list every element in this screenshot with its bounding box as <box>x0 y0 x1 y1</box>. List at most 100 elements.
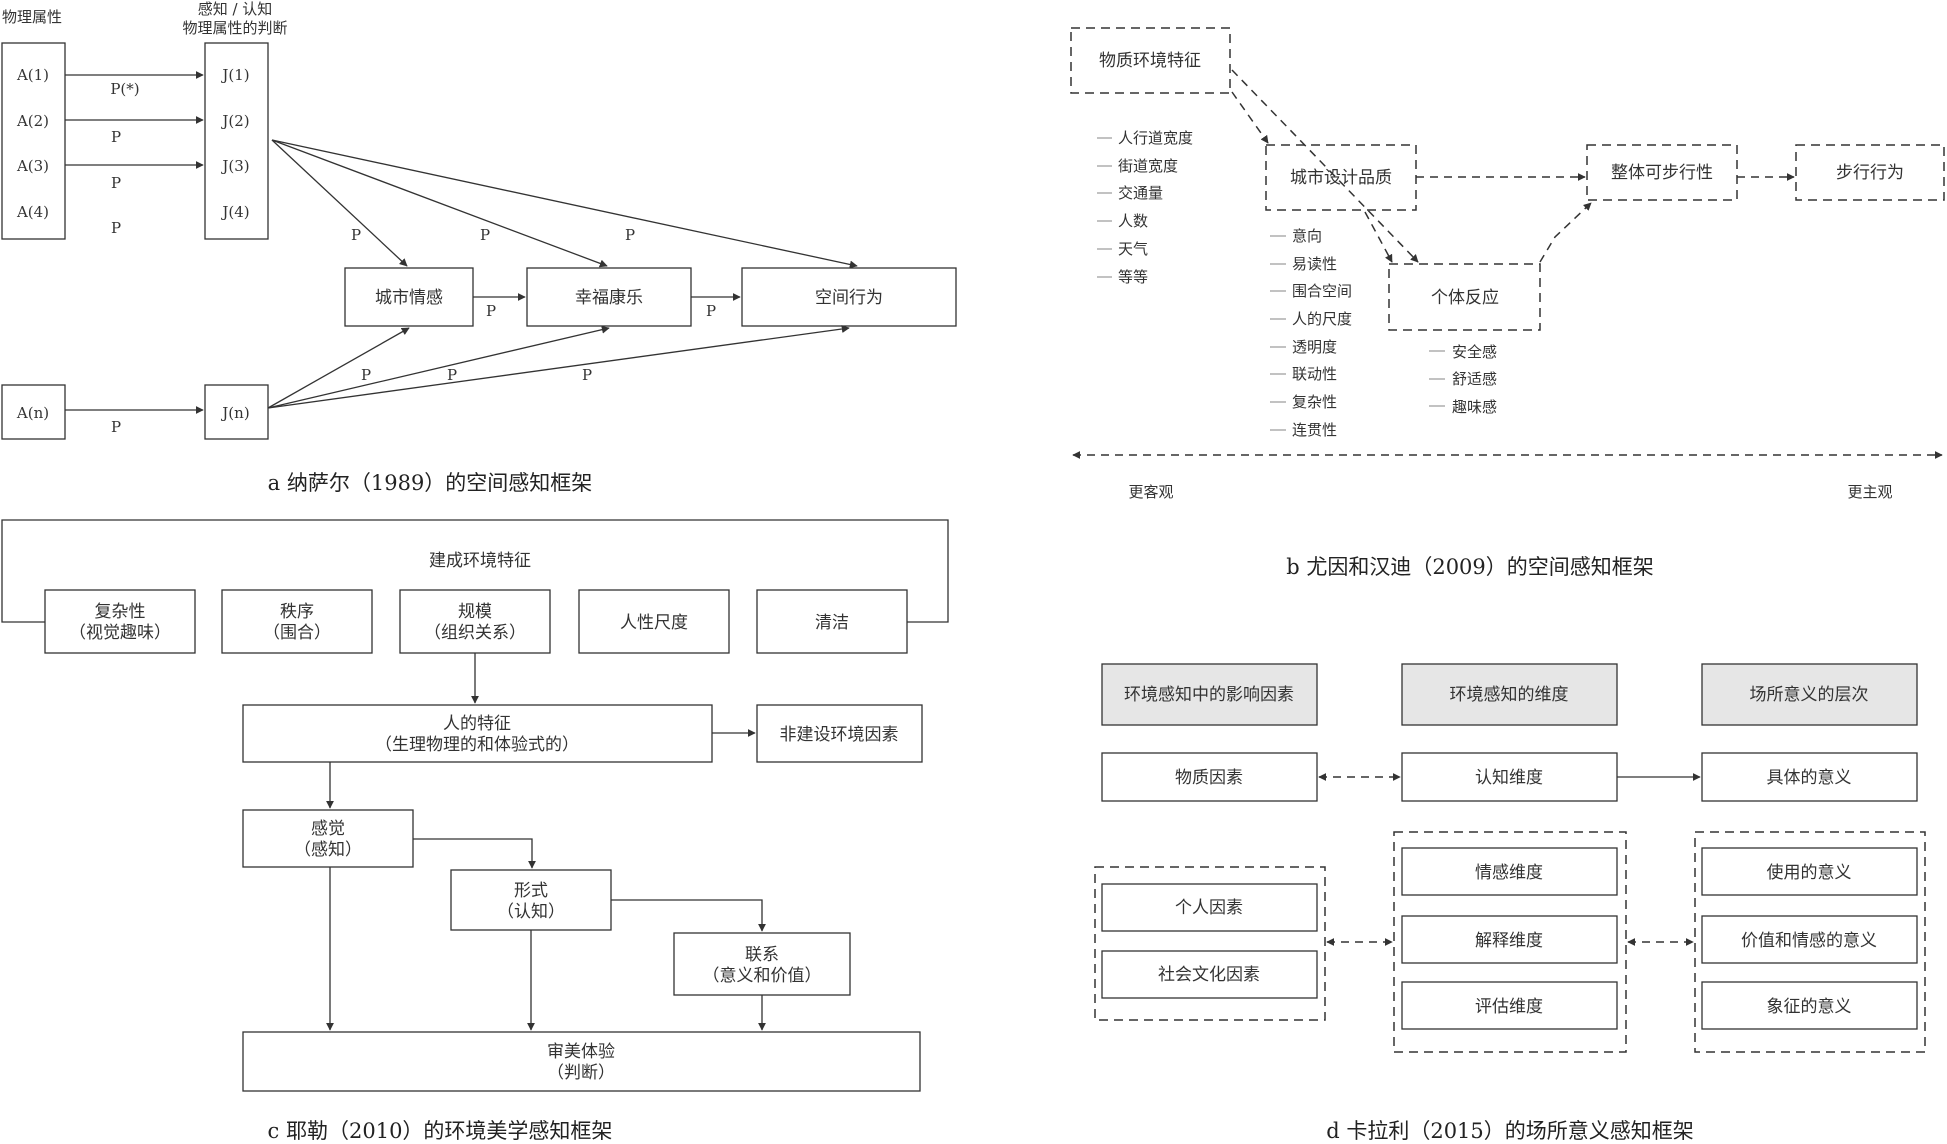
sensation-sub: （感知） <box>294 840 362 860</box>
judgment-j4: J(4) <box>220 203 249 221</box>
label-p-jn-wellbeing: P <box>447 366 457 384</box>
attribute-a4: A(4) <box>16 203 49 221</box>
sensation-label: 感觉 <box>311 819 345 839</box>
symbolic-meaning-label: 象征的意义 <box>1767 997 1852 1017</box>
attribute-a1: A(1) <box>16 66 49 84</box>
arrow-j-wellbeing <box>271 139 608 268</box>
item-weather: 天气 <box>1118 240 1148 258</box>
attribute-an-box <box>1 384 66 440</box>
item-interest: 趣味感 <box>1452 398 1497 416</box>
association-label: 联系 <box>745 945 779 965</box>
sociocultural-factor-label: 社会文化因素 <box>1158 965 1260 985</box>
box-overall-walkability <box>1586 144 1738 201</box>
attribute-a3: A(3) <box>16 157 49 175</box>
arrow-jn-behavior <box>267 325 850 409</box>
feature-human-scale-label: 人性尺度 <box>620 613 688 633</box>
attribute-a2: A(2) <box>16 112 49 130</box>
item-traffic-volume: 交通量 <box>1118 184 1163 202</box>
panel-c-nasar-aesthetics-framework: 建成环境特征 复杂性 （视觉趣味） 秩序 （围合） 规模 （组织关系） 人性尺度… <box>1 519 949 1143</box>
label-built-environment: 建成环境特征 <box>429 551 531 571</box>
header-perception-dimensions <box>1401 663 1618 726</box>
box-aesthetic-experience <box>242 1031 921 1092</box>
label-p-a3: P <box>111 174 121 192</box>
label-p-j-emotion: P <box>351 226 361 244</box>
header-influencing-factors <box>1101 663 1318 726</box>
arrow-jn-emotion <box>267 327 410 409</box>
panel-b-caption: b 尤因和汉迪（2009）的空间感知框架 <box>1286 555 1654 579</box>
arrow-urban-individual <box>1364 211 1393 263</box>
cognitive-dimension-label: 认知维度 <box>1475 768 1543 788</box>
box-interpretive-dimension <box>1401 915 1618 964</box>
feature-scale-label: 规模 <box>458 602 492 622</box>
box-individual-reaction-label: 个体反应 <box>1431 288 1499 308</box>
label-p-j-wellbeing: P <box>480 226 490 244</box>
box-urban-design-quality <box>1265 144 1417 211</box>
form-sub: （认知） <box>497 902 565 922</box>
panel-a-caption: a 纳萨尔（1989）的空间感知框架 <box>268 471 593 495</box>
feature-scale <box>399 589 551 654</box>
panel-b-ewing-handy-framework: 物质环境特征 人行道宽度 街道宽度 交通量 人数 天气 等等 城市设计品质 意向… <box>1070 27 1945 579</box>
panel-d-karaali-framework: 环境感知中的影响因素 环境感知的维度 场所意义的层次 物质因素 认知维度 具体的… <box>1094 663 1926 1143</box>
box-evaluative-dimension <box>1401 981 1618 1030</box>
item-enclosure: 围合空间 <box>1292 282 1352 300</box>
box-association <box>673 932 851 996</box>
arrow-j-behavior <box>271 139 858 269</box>
interpretive-dimension-label: 解释维度 <box>1475 931 1543 951</box>
item-coherence: 连贯性 <box>1292 421 1337 439</box>
box-walking-behavior-label: 步行行为 <box>1836 163 1904 183</box>
panel-a-nasar-framework: 物理属性 感知 / 认知 物理属性的判断 A(1) A(2) A(3) A(4)… <box>1 0 957 495</box>
box-individual-reaction <box>1388 263 1541 331</box>
item-comfort: 舒适感 <box>1452 370 1497 388</box>
feature-complexity-label: 复杂性 <box>95 602 146 622</box>
arrow-form-association <box>611 899 766 932</box>
label-p-star: P(*) <box>110 80 139 98</box>
box-form <box>450 869 612 931</box>
arrow-jn-wellbeing <box>267 325 610 409</box>
label-more-subjective: 更主观 <box>1847 483 1892 501</box>
feature-complexity <box>44 589 196 654</box>
box-affective-dimension <box>1401 847 1618 896</box>
judgments-box <box>204 42 269 240</box>
association-sub: （意义和价值） <box>703 966 822 986</box>
personal-factor-label: 个人因素 <box>1175 898 1243 918</box>
functional-meaning-label: 使用的意义 <box>1767 862 1852 883</box>
value-emotional-meaning-label: 价值和情感的意义 <box>1741 931 1877 951</box>
outcome-wellbeing-label: 幸福康乐 <box>575 288 643 308</box>
box-concrete-meaning <box>1701 752 1918 802</box>
built-environment-frame <box>1 519 949 623</box>
label-more-objective: 更客观 <box>1128 483 1173 501</box>
outcome-spatial-behavior-label: 空间行为 <box>815 288 883 308</box>
form-label: 形式 <box>514 881 548 901</box>
feature-human-scale <box>578 589 730 654</box>
arrow-sensation-form <box>413 838 536 869</box>
feature-order-sub: （围合） <box>263 623 331 643</box>
concrete-meaning-label: 具体的意义 <box>1767 768 1852 788</box>
box-personal-factor <box>1101 883 1318 932</box>
box-human-characteristics <box>242 704 713 763</box>
arrow-physical-individual <box>1231 69 1419 263</box>
judgment-jn: J(n) <box>220 404 249 422</box>
box-walking-behavior <box>1795 144 1945 201</box>
header-perception-2: 物理属性的判断 <box>182 19 287 37</box>
item-complexity: 复杂性 <box>1292 393 1337 411</box>
feature-order <box>221 589 373 654</box>
non-built-factors-label: 非建设环境因素 <box>780 725 899 745</box>
label-p-wellbeing-behavior: P <box>706 302 716 320</box>
affective-dimension-label: 情感维度 <box>1475 863 1543 883</box>
box-physical-factor <box>1101 752 1318 802</box>
attributes-box <box>1 42 66 240</box>
label-p-jn-behavior: P <box>582 366 592 384</box>
box-overall-walkability-label: 整体可步行性 <box>1611 163 1713 183</box>
feature-cleanliness-label: 清洁 <box>815 613 849 633</box>
feature-order-label: 秩序 <box>280 602 314 622</box>
outcome-urban-emotion-label: 城市情感 <box>375 288 443 308</box>
label-p-jn-emotion: P <box>361 366 371 384</box>
box-symbolic-meaning <box>1701 981 1918 1030</box>
arrow-individual-walkability <box>1539 202 1592 263</box>
panel-d-caption: d 卡拉利（2015）的场所意义感知框架 <box>1326 1119 1694 1143</box>
individual-items-list: 安全感 舒适感 趣味感 <box>1429 343 1497 416</box>
physical-factor-label: 物质因素 <box>1175 768 1243 788</box>
box-sociocultural-factor <box>1101 950 1318 999</box>
judgment-j1: J(1) <box>220 66 249 84</box>
item-street-width: 街道宽度 <box>1118 157 1178 175</box>
